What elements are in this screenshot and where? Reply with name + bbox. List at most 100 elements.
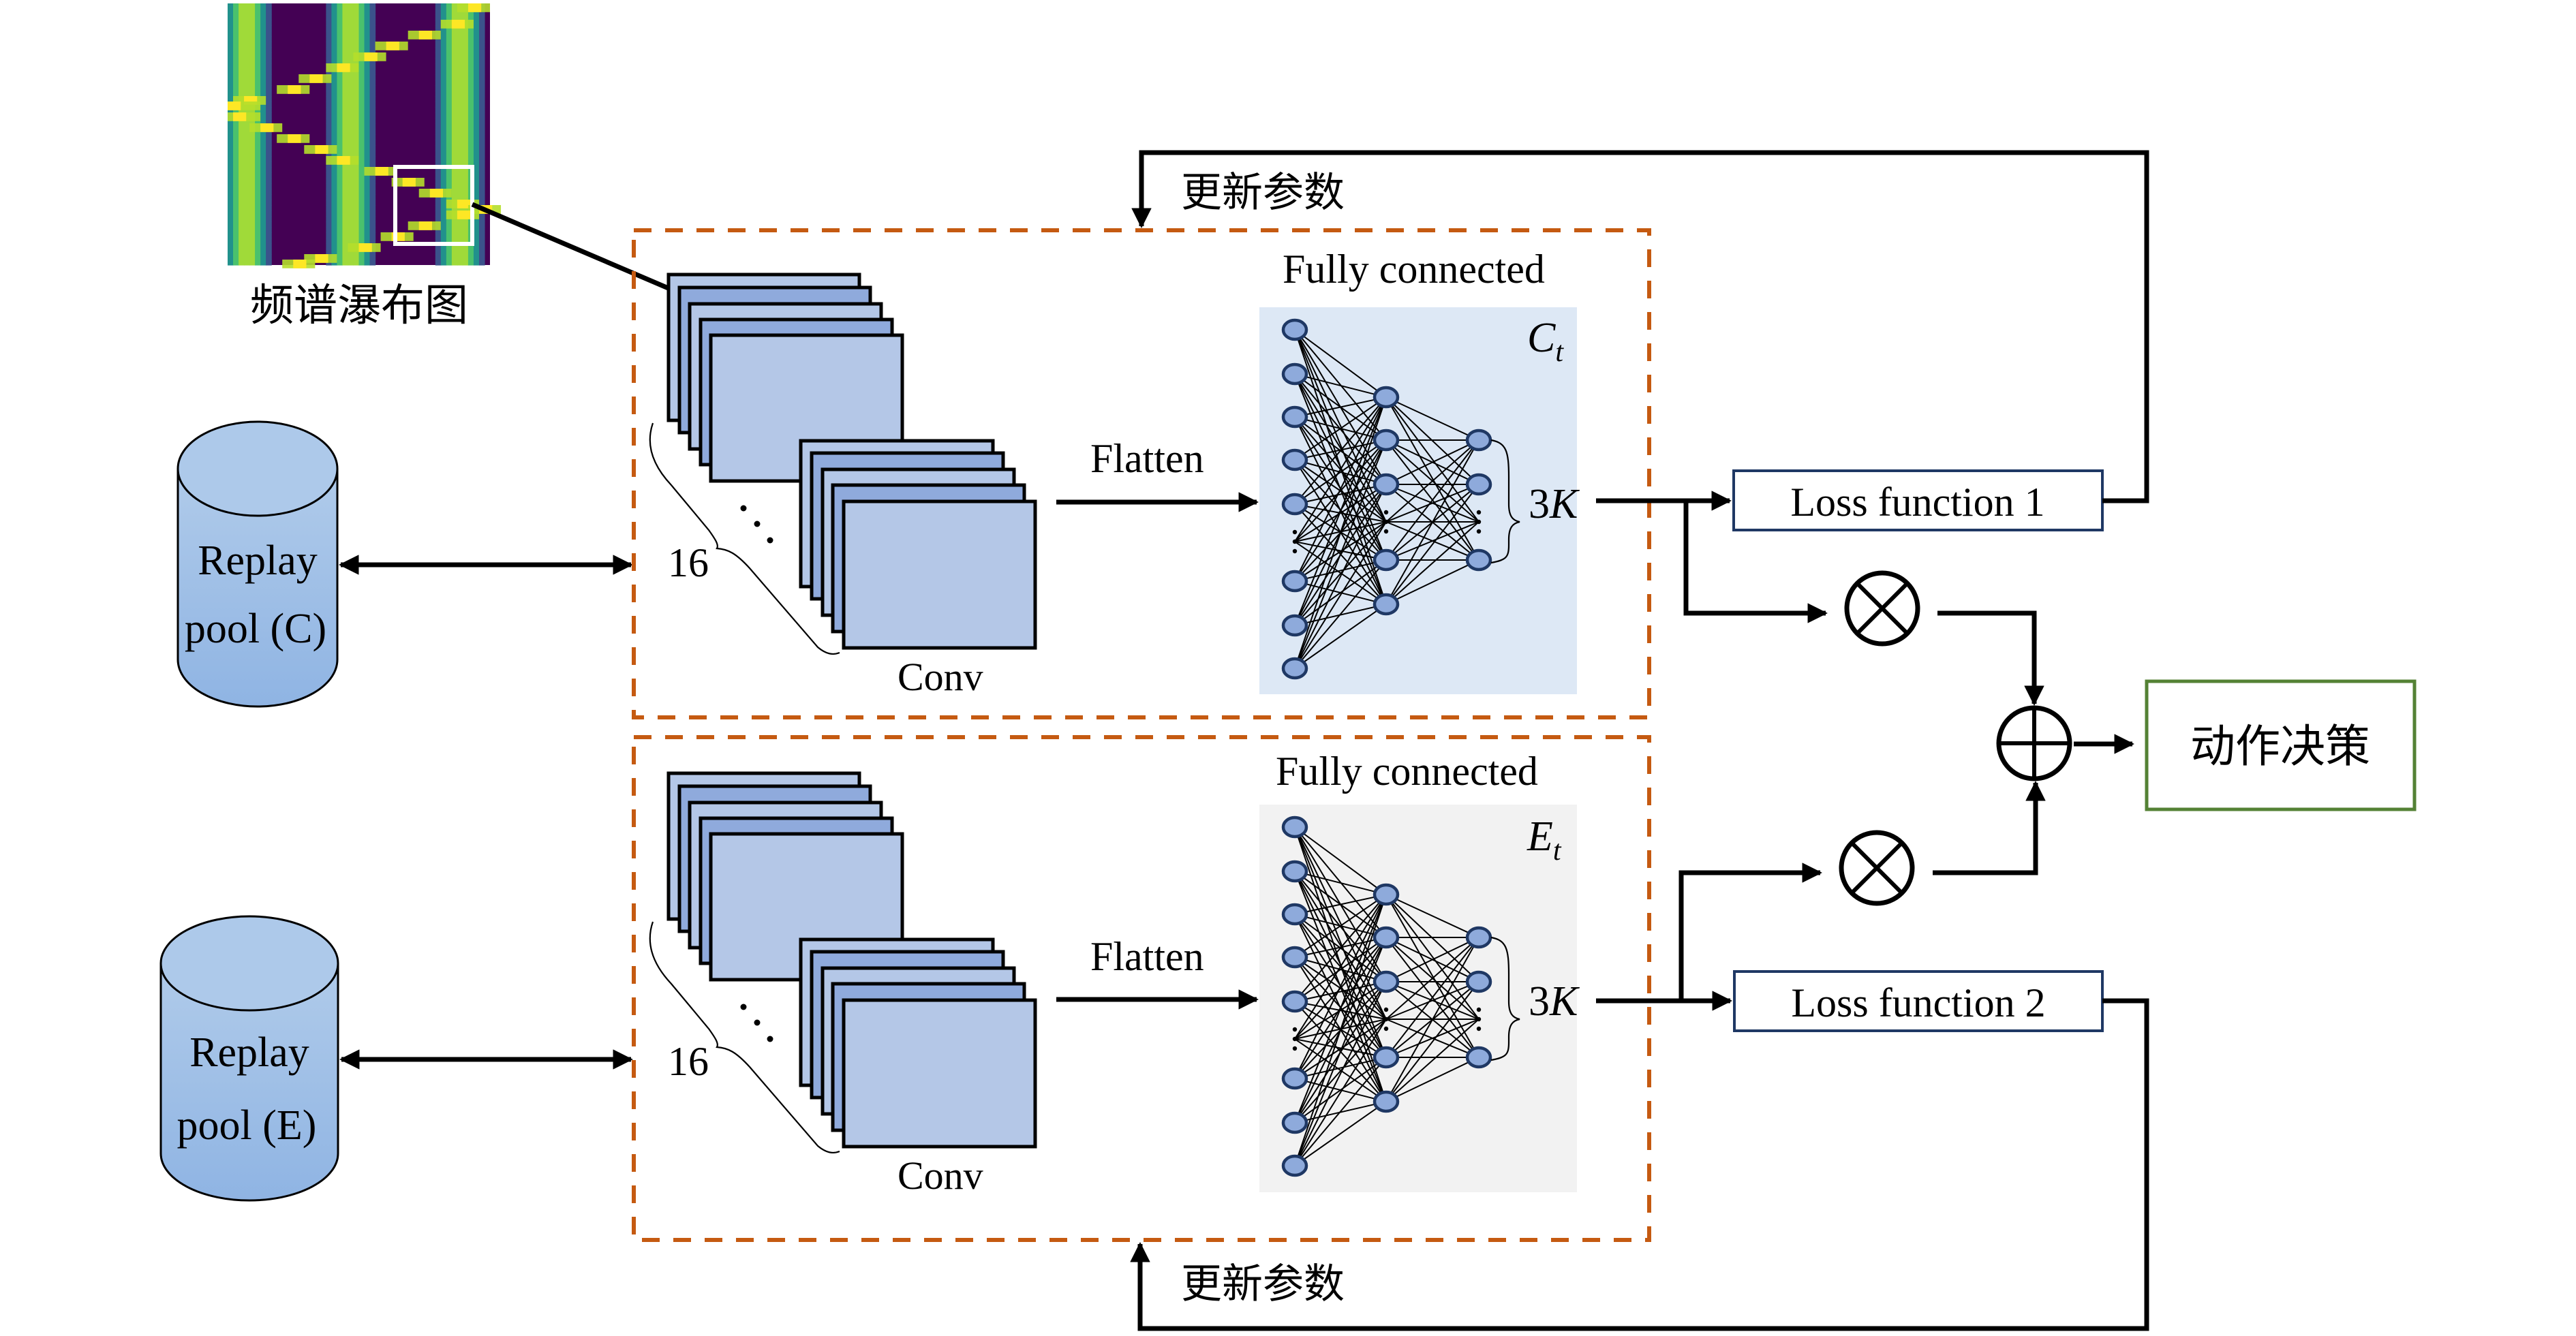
heatmap-cell (358, 47, 365, 53)
heatmap-cell (342, 238, 349, 244)
heatmap-cell (228, 74, 234, 80)
heatmap-cell (478, 129, 485, 135)
heatmap-cell (348, 14, 354, 20)
heatmap-cell (473, 80, 480, 86)
branch-e-network: 16 Conv Flatten Fully connected Et 3K (632, 735, 1651, 1242)
multiply-1-to-sum-arrow (1937, 610, 2044, 706)
heatmap-cell (369, 63, 376, 69)
heatmap-cell (326, 96, 332, 102)
heatmap-cell (260, 112, 266, 119)
heatmap-cell (348, 123, 354, 129)
branch-c-dashed-frame (632, 228, 1651, 719)
heatmap-cell (451, 167, 458, 173)
replay-pool-c[interactable]: Replay pool (C) (177, 420, 339, 708)
heatmap-cell (446, 63, 453, 69)
heatmap-cell (260, 205, 266, 211)
action-decision-box[interactable] (2145, 679, 2417, 811)
heatmap-cell (244, 9, 250, 15)
multiply-icon-stroke (1850, 841, 1904, 895)
heatmap-cell (451, 112, 458, 119)
heatmap-cell (364, 107, 371, 113)
heatmap-cell (228, 3, 234, 10)
heatmap-cell (364, 189, 371, 195)
heatmap-cell (353, 20, 360, 26)
heatmap-cell (233, 249, 239, 255)
heatmap-cell (462, 167, 469, 173)
heatmap-cell (348, 3, 354, 10)
heatmap-cell (337, 238, 343, 244)
heatmap-cell (369, 69, 376, 75)
heatmap-cell (462, 254, 469, 260)
heatmap-cell (364, 151, 371, 157)
heatmap-cell (266, 134, 272, 140)
heatmap-cell (451, 161, 458, 168)
network-edge (1294, 894, 1387, 1123)
heatmap-cell (435, 156, 442, 162)
heatmap-cell (260, 9, 266, 15)
heatmap-cell (446, 80, 453, 86)
heatmap-cell (451, 118, 458, 124)
heatmap-cell (457, 140, 463, 146)
heatmap-cell (326, 102, 332, 108)
heatmap-cell (446, 58, 453, 64)
network-node (1281, 1154, 1308, 1177)
heatmap-cell (358, 260, 365, 266)
heatmap-cell (467, 58, 474, 64)
heatmap-cell (457, 85, 463, 91)
heatmap-cell (462, 260, 469, 266)
loss-function-1[interactable]: Loss function 1 (1732, 469, 2104, 531)
heatmap-cell (353, 47, 360, 53)
action-decision[interactable]: 动作决策 (2145, 679, 2417, 811)
heatmap-cell (364, 31, 371, 37)
heatmap-cell (342, 249, 349, 255)
heatmap-cell (331, 134, 338, 140)
heatmap-cell (358, 14, 365, 20)
heatmap-cell (266, 52, 272, 59)
heatmap-cell (369, 74, 376, 80)
heatmap-cell (440, 52, 447, 59)
heatmap-cell (457, 221, 463, 228)
heatmap-cell (244, 63, 250, 69)
network-edge (1294, 871, 1387, 1058)
heatmap-cell (260, 194, 266, 200)
conv-feature-maps (666, 273, 1037, 650)
heatmap-cell (233, 167, 239, 173)
heatmap-cell (348, 102, 354, 108)
heatmap-cell (473, 52, 480, 59)
heatmap-cell (462, 189, 469, 195)
heatmap-cell (233, 205, 239, 211)
heatmap-cell (337, 9, 343, 15)
heatmap-cell (451, 80, 458, 86)
heatmap-cell (353, 183, 360, 189)
network-edge (1385, 1057, 1479, 1102)
heatmap-cell (364, 14, 371, 20)
heatmap-cell (239, 9, 245, 15)
branch-e-dashed-frame (632, 735, 1651, 1242)
heatmap-cell (473, 85, 480, 91)
heatmap-cell (337, 232, 343, 238)
loss-function-2[interactable]: Loss function 2 (1733, 970, 2104, 1032)
to-multiply-2-arrow (1678, 863, 1822, 1001)
heatmap-cell (255, 91, 261, 97)
heatmap-cell (337, 25, 343, 31)
heatmap-cell (440, 249, 447, 255)
heatmap-cell (233, 216, 239, 222)
heatmap-cell (266, 145, 272, 151)
heatmap-cell (358, 167, 365, 173)
heatmap-cell (478, 183, 485, 189)
heatmap-cell (342, 227, 349, 233)
network-node (1281, 448, 1308, 471)
network-edge (1385, 937, 1479, 1058)
heatmap-cell (440, 74, 447, 80)
heatmap-cell (331, 167, 338, 173)
heatmap-cell (446, 249, 453, 255)
heatmap-cell (255, 74, 261, 80)
sum-node (1996, 705, 2072, 781)
heatmap-cell (255, 221, 261, 228)
heatmap-cell (369, 200, 376, 206)
heatmap-cell (260, 145, 266, 151)
network-edge (1294, 894, 1387, 915)
replay-pool-e[interactable]: Replay pool (E) (159, 915, 339, 1202)
heatmap-cell (266, 102, 272, 108)
heatmap-cell (233, 232, 239, 238)
